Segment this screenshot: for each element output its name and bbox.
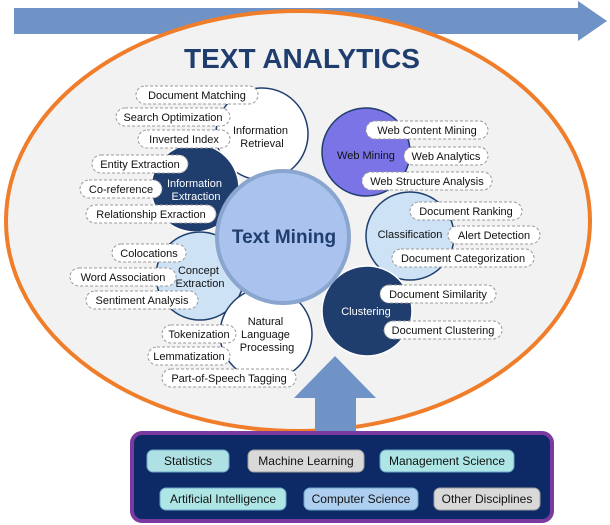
- nlp-label-line-2: Language: [241, 329, 290, 341]
- web-mining-label: Web Mining: [337, 150, 395, 162]
- svg-text:Machine Learning: Machine Learning: [258, 454, 353, 468]
- svg-text:Natural Language P: Natural Language Processing: [240, 316, 294, 354]
- up-arrow-shape: [294, 356, 376, 436]
- pill-document-clustering: Document Clustering: [383, 320, 503, 340]
- svg-text:Colocations: Colocations: [120, 248, 178, 260]
- clustering-label: Clustering: [341, 306, 391, 318]
- discipline-statistics: Statistics: [146, 449, 230, 473]
- svg-text:Web Analytics: Web Analytics: [412, 151, 481, 163]
- svg-text:Tokenization: Tokenization: [168, 329, 229, 341]
- category-information-retrieval: Information Retrieval: [215, 87, 309, 181]
- svg-text:Word Association: Word Association: [81, 272, 166, 284]
- svg-text:Document Clustering: Document Clustering: [392, 325, 495, 337]
- svg-text:Information Retrieval: Information Retrieval: [233, 125, 291, 150]
- pill-web-content-mining: Web Content Mining: [365, 120, 489, 140]
- pill-inverted-index: Inverted Index: [137, 129, 231, 149]
- core-text-mining: Text Mining: [215, 169, 351, 305]
- svg-text:Other Disciplines: Other Disciplines: [442, 492, 533, 506]
- web-mining-items: Web Content Mining Web Analytics Web Str…: [361, 120, 493, 191]
- pill-document-similarity: Document Similarity: [379, 284, 497, 304]
- discipline-computer-science: Computer Science: [303, 487, 419, 511]
- svg-text:Web Content Mining: Web Content Mining: [377, 125, 476, 137]
- nlp-label-line-3: Processing: [240, 342, 294, 354]
- svg-text:Part-of-Speech Tagging: Part-of-Speech Tagging: [171, 373, 286, 385]
- pill-word-association: Word Association: [69, 267, 177, 287]
- pill-document-ranking: Document Ranking: [409, 201, 523, 221]
- svg-text:Statistics: Statistics: [164, 454, 212, 468]
- discipline-machine-learning: Machine Learning: [247, 449, 365, 473]
- pill-lemmatization: Lemmatization: [147, 346, 231, 366]
- svg-text:Concept Extraction: Concept Extraction: [176, 265, 225, 290]
- page-title: TEXT ANALYTICS: [184, 43, 420, 74]
- pill-colocations: Colocations: [111, 243, 187, 263]
- svg-text:Document Matching: Document Matching: [148, 90, 246, 102]
- svg-text:Search Optimization: Search Optimization: [123, 112, 222, 124]
- svg-text:Lemmatization: Lemmatization: [153, 351, 225, 363]
- pill-tokenization: Tokenization: [161, 324, 237, 344]
- pill-entity-extraction: Entity Extraction: [91, 154, 189, 174]
- pill-co-reference: Co-reference: [79, 179, 163, 199]
- svg-text:Alert Detection: Alert Detection: [458, 230, 530, 242]
- ie-items: Entity Extraction Co-reference Relations…: [79, 154, 217, 224]
- svg-text:Relationship Exraction: Relationship Exraction: [96, 209, 205, 221]
- discipline-artificial-intelligence: Artificial Intelligence: [159, 487, 287, 511]
- svg-text:Sentiment Analysis: Sentiment Analysis: [96, 295, 189, 307]
- svg-text:Document Categorization: Document Categorization: [401, 253, 525, 265]
- pill-sentiment-analysis: Sentiment Analysis: [85, 290, 199, 310]
- svg-text:Co-reference: Co-reference: [89, 184, 153, 196]
- classification-label: Classification: [378, 229, 443, 241]
- ir-label-line-1: Information: [233, 125, 288, 137]
- ie-label-line-2: Extraction: [172, 191, 221, 203]
- svg-text:Management Science: Management Science: [389, 454, 505, 468]
- svg-text:Web Structure Analysis: Web Structure Analysis: [370, 176, 484, 188]
- ir-label-line-2: Retrieval: [240, 138, 283, 150]
- pill-document-categorization: Document Categorization: [391, 248, 535, 268]
- nlp-items: Tokenization Lemmatization Part-of-Speec…: [147, 324, 297, 388]
- ce-label-line-2: Extraction: [176, 278, 225, 290]
- pill-document-matching: Document Matching: [135, 85, 259, 105]
- svg-text:Artificial Intelligence: Artificial Intelligence: [170, 492, 276, 506]
- disciplines-panel: Statistics Machine Learning Management S…: [130, 431, 554, 523]
- pill-search-optimization: Search Optimization: [115, 107, 231, 127]
- svg-text:Inverted Index: Inverted Index: [149, 134, 219, 146]
- ce-items: Colocations Word Association Sentiment A…: [69, 243, 199, 310]
- svg-text:Document Ranking: Document Ranking: [419, 206, 513, 218]
- discipline-management-science: Management Science: [379, 449, 515, 473]
- svg-text:Computer Science: Computer Science: [312, 492, 411, 506]
- pill-web-structure-analysis: Web Structure Analysis: [361, 171, 493, 191]
- pill-relationship-exraction: Relationship Exraction: [85, 204, 217, 224]
- discipline-other-disciplines: Other Disciplines: [433, 487, 541, 511]
- pill-alert-detection: Alert Detection: [447, 225, 541, 245]
- pill-web-analytics: Web Analytics: [403, 146, 489, 166]
- ie-label-line-1: Information: [167, 178, 222, 190]
- svg-text:Information Extraction: Information Extraction: [167, 178, 225, 203]
- classification-items: Document Ranking Alert Detection Documen…: [391, 201, 541, 268]
- svg-text:Document Similarity: Document Similarity: [389, 289, 487, 301]
- clustering-items: Document Similarity Document Clustering: [379, 284, 503, 340]
- ir-items: Document Matching Search Optimization In…: [115, 85, 259, 149]
- svg-text:Entity Extraction: Entity Extraction: [100, 159, 179, 171]
- ce-label-line-1: Concept: [178, 265, 219, 277]
- core-label: Text Mining: [232, 227, 336, 248]
- nlp-label-line-1: Natural: [248, 316, 283, 328]
- pill-part-of-speech-tagging: Part-of-Speech Tagging: [161, 368, 297, 388]
